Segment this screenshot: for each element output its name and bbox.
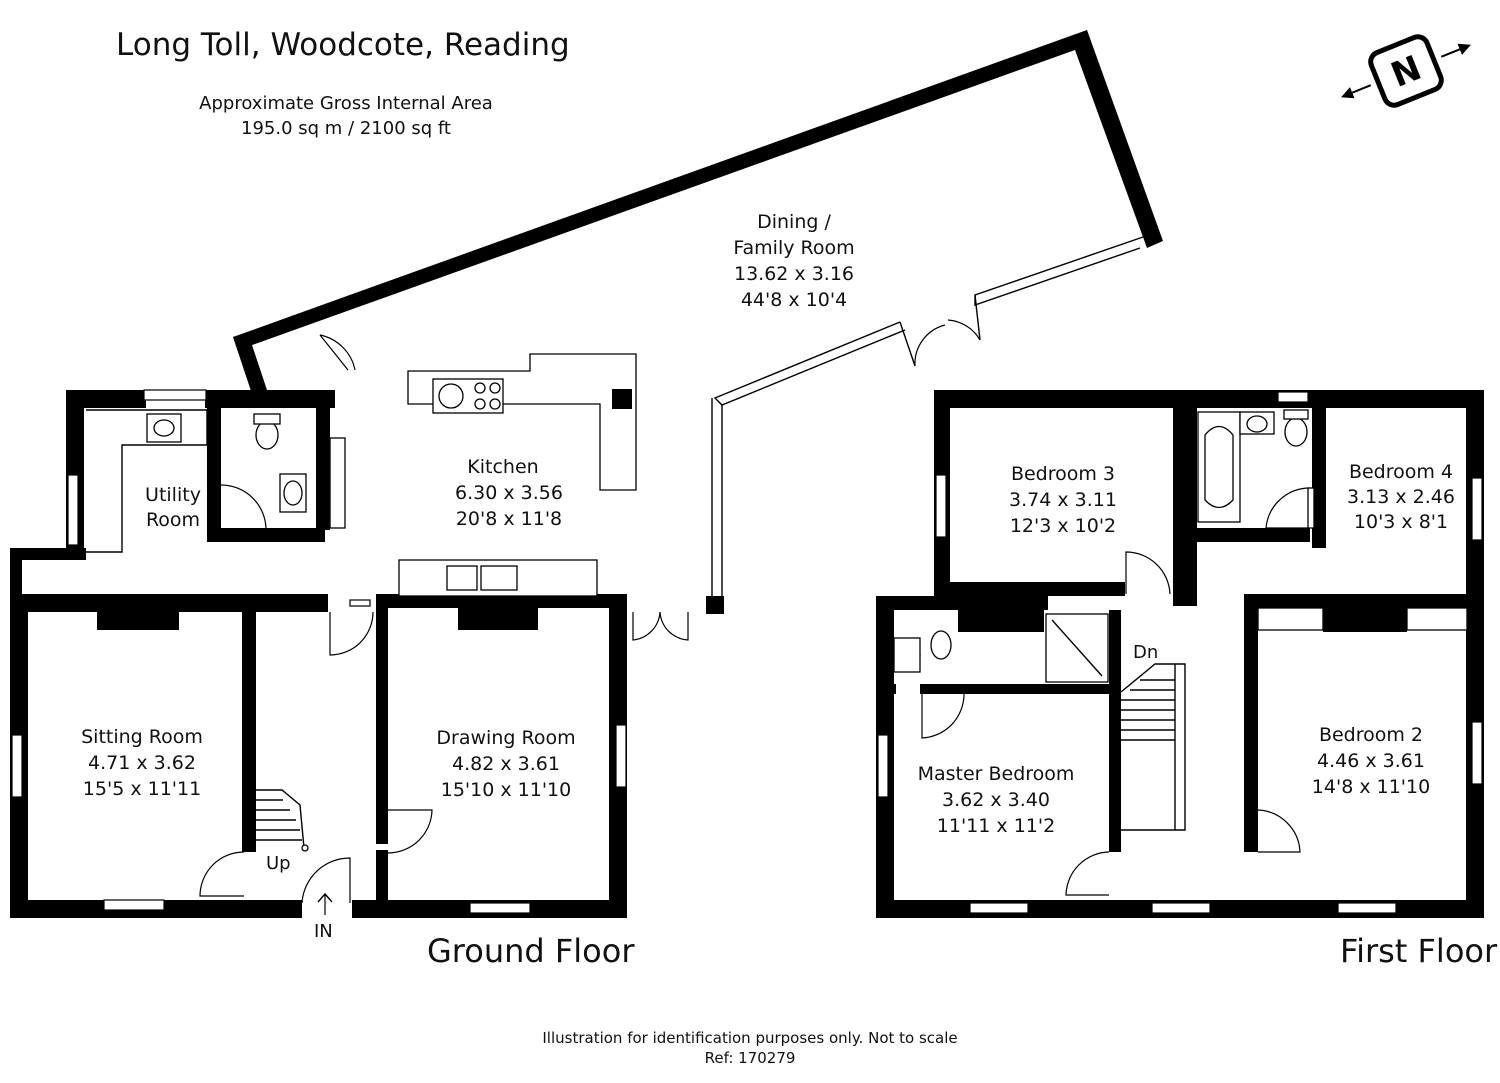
room-name: Dining / [757,211,831,233]
room-drawing: Drawing Room 4.82 x 3.61 15'10 x 11'10 [436,727,575,801]
room-master-bedroom: Master Bedroom 3.62 x 3.40 11'11 x 11'2 [918,763,1075,837]
stairs-down-label: Dn [1133,642,1158,663]
room-bedroom-3: Bedroom 3 3.74 x 3.11 12'3 x 10'2 [1009,463,1117,537]
room-imperial: 20'8 x 11'8 [456,508,562,530]
room-kitchen: Kitchen 6.30 x 3.56 20'8 x 11'8 [455,456,563,530]
room-imperial: 12'3 x 10'2 [1010,515,1116,537]
disclaimer-text: Illustration for identification purposes… [542,1029,957,1047]
property-title: Long Toll, Woodcote, Reading [116,27,570,63]
room-imperial: 14'8 x 11'10 [1312,776,1430,798]
room-name: Sitting Room [81,726,203,748]
room-metric: 3.13 x 2.46 [1347,486,1455,508]
room-imperial: 44'8 x 10'4 [741,289,847,311]
ground-stairs [256,789,309,852]
room-metric: 4.82 x 3.61 [452,753,560,775]
room-name-2: Room [146,509,200,531]
compass-letter: N [1386,48,1427,96]
area-label: Approximate Gross Internal Area [199,93,493,114]
room-name-2: Family Room [733,237,854,259]
ground-floor-plan [10,30,1163,918]
room-metric: 4.71 x 3.62 [88,752,196,774]
room-name: Bedroom 4 [1349,461,1453,483]
first-floor-label: First Floor [1340,932,1498,970]
ground-floor-label: Ground Floor [427,932,635,970]
entrance-label: IN [314,921,333,942]
room-imperial: 11'11 x 11'2 [937,815,1055,837]
room-metric: 4.46 x 3.61 [1317,750,1425,772]
stairs-up-label: Up [266,853,291,874]
room-bedroom-2: Bedroom 2 4.46 x 3.61 14'8 x 11'10 [1312,724,1430,798]
room-bedroom-4: Bedroom 4 3.13 x 2.46 10'3 x 8'1 [1347,461,1455,533]
room-name: Kitchen [467,456,538,478]
room-name: Bedroom 2 [1319,724,1423,746]
room-dining-family: Dining / Family Room 13.62 x 3.16 44'8 x… [733,211,854,311]
dining-wall-top [233,30,1163,348]
north-compass-icon: N [1341,34,1471,108]
room-metric: 3.62 x 3.40 [942,789,1050,811]
entrance-arrow-icon [317,892,333,915]
room-imperial: 10'3 x 8'1 [1354,511,1448,533]
room-name: Master Bedroom [918,763,1075,785]
room-metric: 6.30 x 3.56 [455,482,563,504]
first-stairs [1120,663,1186,831]
reference-text: Ref: 170279 [705,1049,796,1067]
room-imperial: 15'10 x 11'10 [441,779,571,801]
room-metric: 3.74 x 3.11 [1009,489,1117,511]
dining-wall-west [233,333,268,397]
room-imperial: 15'5 x 11'11 [83,778,201,800]
room-metric: 13.62 x 3.16 [734,263,854,285]
first-floor-plan [876,390,1484,918]
room-name: Utility [145,484,201,506]
room-name: Bedroom 3 [1011,463,1115,485]
area-value: 195.0 sq m / 2100 sq ft [241,118,451,139]
room-name: Drawing Room [436,727,575,749]
room-sitting: Sitting Room 4.71 x 3.62 15'5 x 11'11 [81,726,203,800]
room-utility: Utility Room [145,484,201,531]
